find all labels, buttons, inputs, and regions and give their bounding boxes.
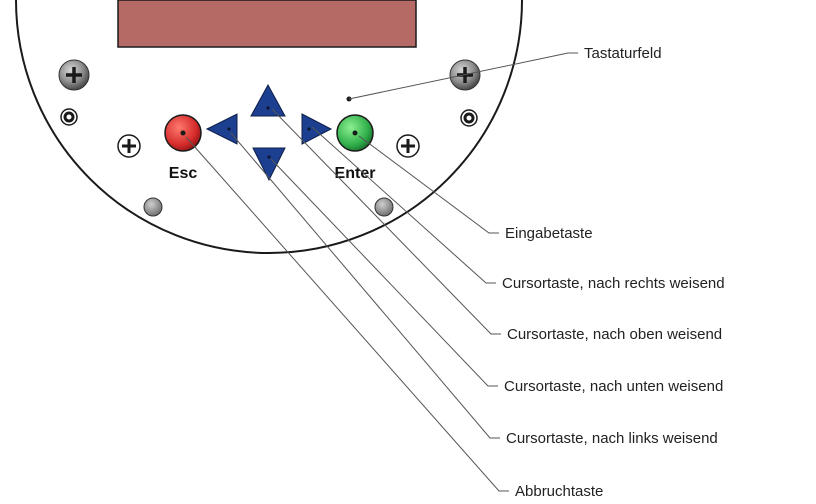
screw-left-large xyxy=(58,59,90,91)
leader-cursor-right xyxy=(311,126,496,284)
cursor-up-key[interactable] xyxy=(250,83,286,117)
cursor-right-key[interactable] xyxy=(301,113,333,145)
leader-abbruchtaste xyxy=(185,136,509,492)
leader-eingabetaste xyxy=(358,135,499,234)
leader-cursor-up xyxy=(271,108,501,335)
callout-abbruchtaste: Abbruchtaste xyxy=(515,483,603,500)
leader-cursor-down xyxy=(270,158,498,387)
stud-left-upper xyxy=(60,108,78,126)
callout-cursor-right: Cursortaste, nach rechts weisend xyxy=(502,275,725,292)
screw-left-medium xyxy=(117,134,141,158)
callout-tastaturfeld: Tastaturfeld xyxy=(584,45,662,62)
pin-left xyxy=(143,197,163,217)
esc-button[interactable] xyxy=(164,114,202,152)
pin-right xyxy=(374,197,394,217)
leader-tastaturfeld xyxy=(348,52,578,100)
housing-outline xyxy=(15,0,523,254)
callout-cursor-left: Cursortaste, nach links weisend xyxy=(506,430,718,447)
leader-cursor-left xyxy=(230,132,500,439)
display-window xyxy=(117,0,417,48)
callout-eingabetaste: Eingabetaste xyxy=(505,225,593,242)
screw-right-medium xyxy=(396,134,420,158)
enter-button[interactable] xyxy=(336,114,374,152)
cursor-left-key[interactable] xyxy=(205,113,238,145)
callout-cursor-down: Cursortaste, nach unten weisend xyxy=(504,378,723,395)
esc-label: Esc xyxy=(169,165,198,182)
stud-right-upper xyxy=(460,109,478,127)
callout-cursor-up: Cursortaste, nach oben weisend xyxy=(507,326,722,343)
cursor-down-key[interactable] xyxy=(252,147,286,182)
enter-label: Enter xyxy=(335,165,376,182)
